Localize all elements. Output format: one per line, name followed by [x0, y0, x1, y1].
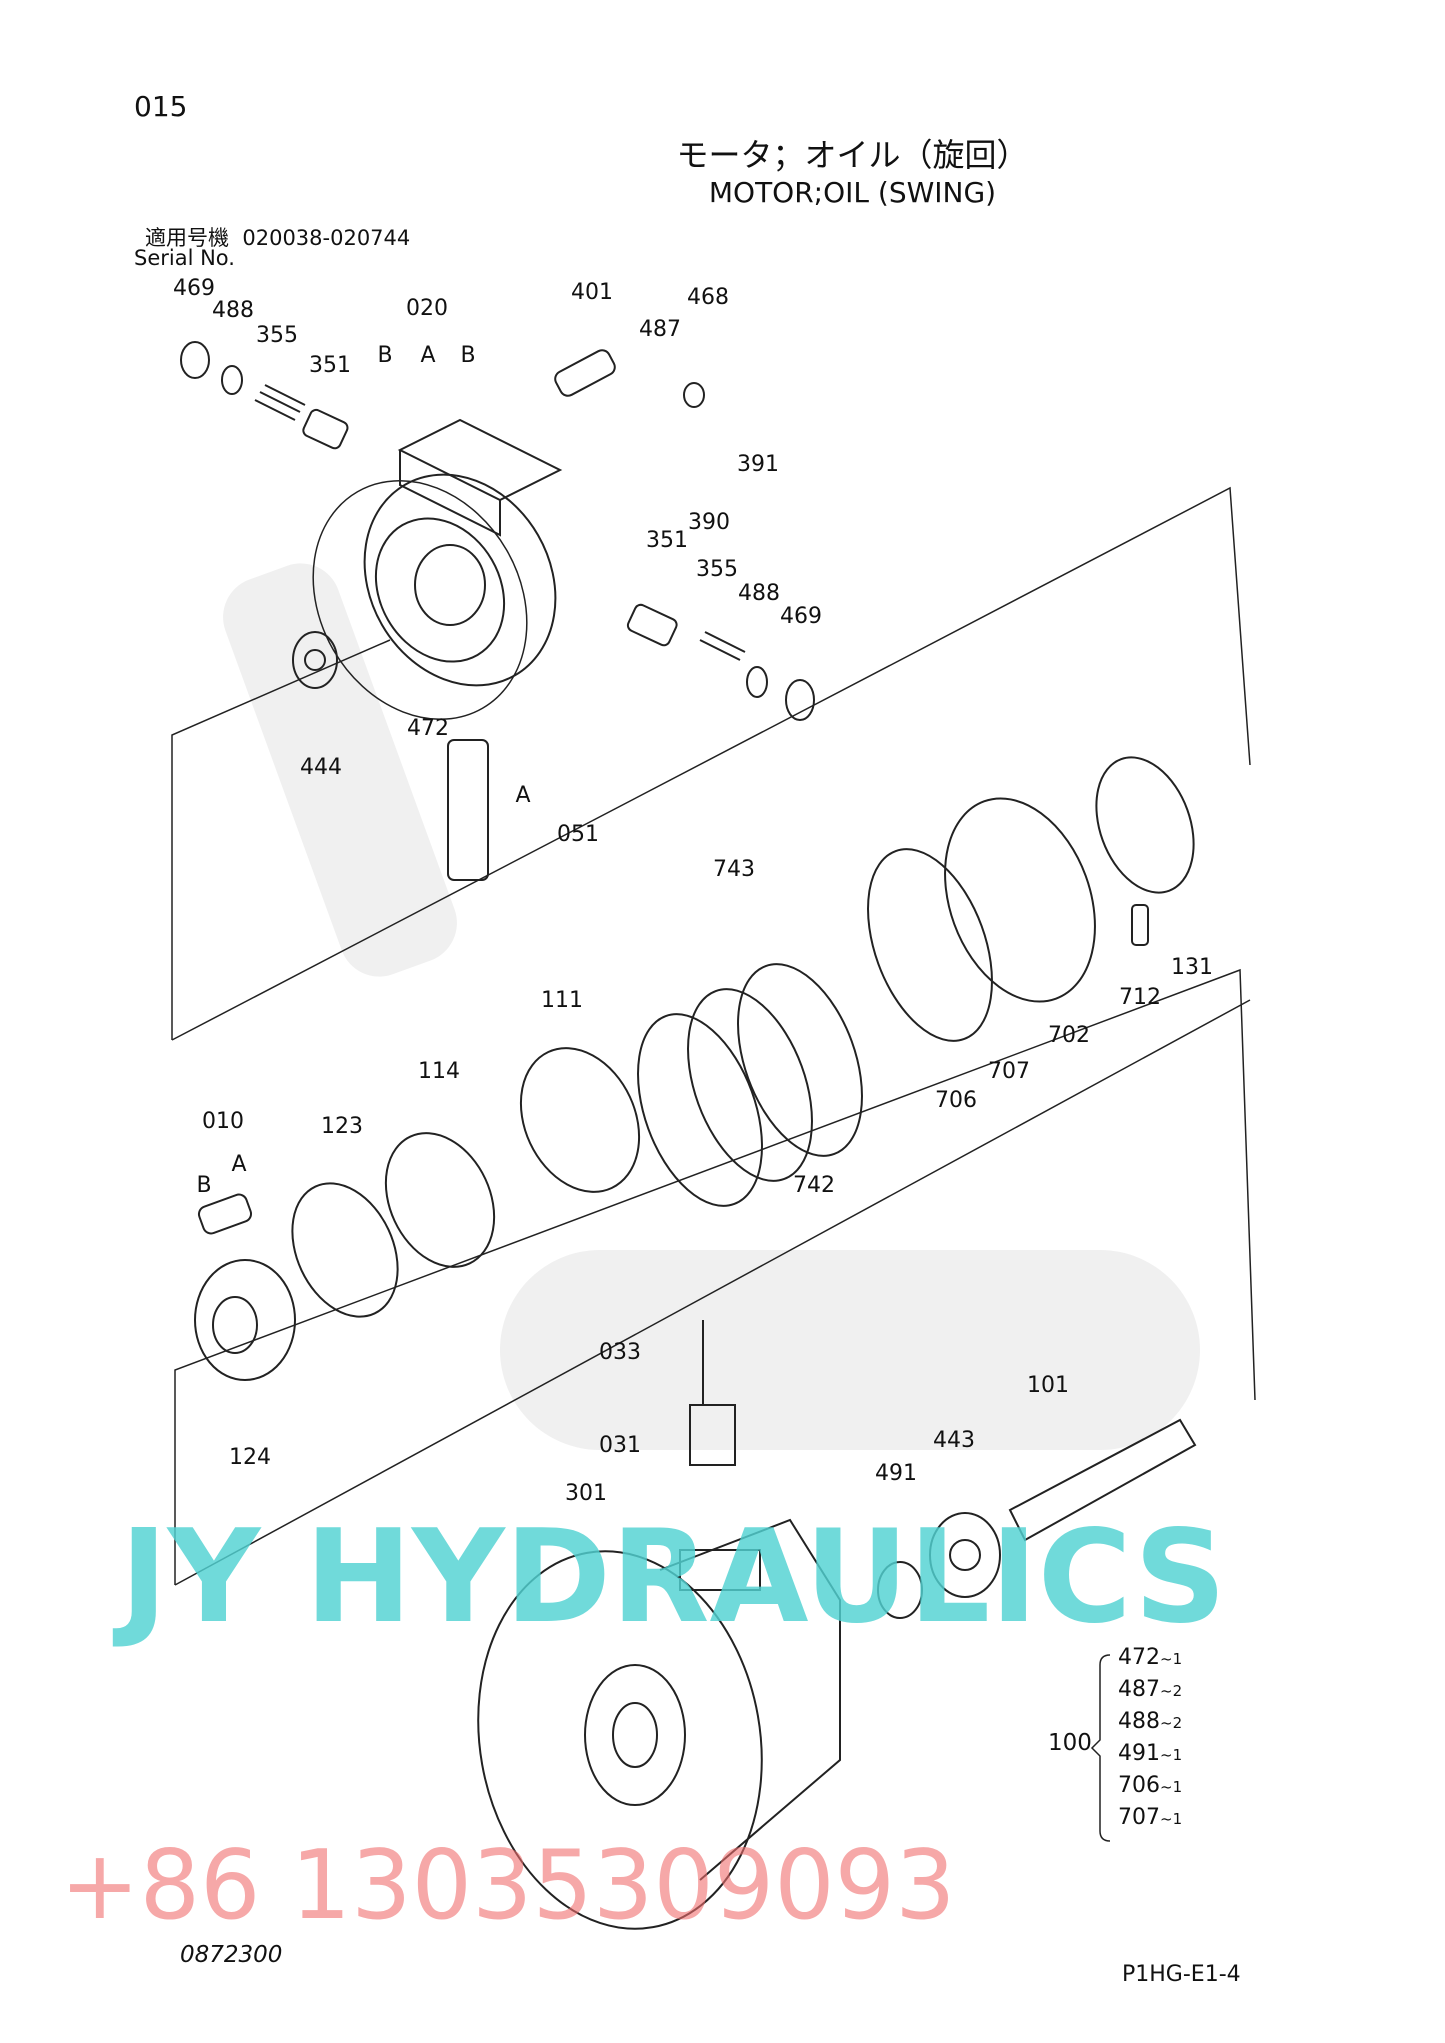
part-callout: 743: [713, 857, 755, 882]
part-callout: 487: [639, 317, 681, 342]
kit-code: 100: [1048, 1730, 1092, 1756]
serial-label-en: Serial No.: [134, 246, 235, 270]
page-number: 015: [134, 90, 188, 123]
doc-code: 0872300: [180, 1942, 283, 1968]
kit-item-part: 487: [1118, 1677, 1160, 1702]
kit-item-qty: ~1: [1160, 1778, 1183, 1796]
part-callout: 401: [571, 280, 613, 305]
kit-item-qty: ~2: [1160, 1682, 1183, 1700]
kit-item-part: 488: [1118, 1709, 1160, 1734]
kit-item: 707~1: [1118, 1805, 1182, 1832]
part-callout: 468: [687, 285, 729, 310]
part-callout: 390: [688, 510, 730, 535]
kit-item: 491~1: [1118, 1741, 1182, 1768]
kit-item: 472~1: [1118, 1645, 1182, 1672]
part-callout: 355: [696, 557, 738, 582]
brake-plates: [637, 756, 1195, 1207]
shaft-bearings: [877, 1418, 1197, 1619]
part-callout: B: [460, 343, 476, 368]
part-callout: 020: [406, 296, 448, 321]
part-callout: 101: [1027, 1373, 1069, 1398]
part-callout: A: [231, 1152, 247, 1177]
rotary-group: [194, 1047, 641, 1381]
kit-item-part: 707: [1118, 1805, 1160, 1830]
title-english: MOTOR;OIL (SWING): [708, 176, 997, 209]
brand-watermark: JY HYDRAULICS: [120, 1503, 1227, 1652]
kit-item-qty: ~1: [1160, 1650, 1183, 1668]
part-callout: 123: [321, 1114, 363, 1139]
kit-item-qty: ~1: [1160, 1746, 1183, 1764]
serial-label-jp: 適用号機: [145, 226, 229, 250]
assembly-guide-lines: [171, 486, 1256, 1586]
kit-item: 487~2: [1118, 1677, 1182, 1704]
part-callout: 444: [300, 755, 342, 780]
part-callout: 469: [780, 604, 822, 629]
title-japanese: モータ；オイル（旋回）: [676, 136, 1029, 174]
part-callout: 033: [599, 1340, 641, 1365]
part-callout: 355: [256, 323, 298, 348]
kit-item-part: 472: [1118, 1645, 1160, 1670]
part-callout: 351: [309, 353, 351, 378]
part-callout: 706: [935, 1088, 977, 1113]
casing-301: [477, 1320, 841, 1930]
serial-range: 020038-020744: [242, 226, 411, 250]
background-logo: [223, 563, 1200, 1450]
part-callout: 031: [599, 1433, 641, 1458]
part-callout: B: [377, 343, 393, 368]
kit-item-qty: ~1: [1160, 1810, 1183, 1828]
page-code: P1HG-E1-4: [1122, 1962, 1241, 1987]
part-callout: 488: [212, 298, 254, 323]
kit-brace: [1090, 1654, 1111, 1842]
serial-line: 適用号機 020038-020744: [145, 222, 410, 252]
part-callout: 702: [1048, 1023, 1090, 1048]
part-callout: 124: [229, 1445, 271, 1470]
kit-item-qty: ~2: [1160, 1714, 1183, 1732]
phone-watermark: +86 13035309093: [60, 1831, 956, 1941]
part-callout: 114: [418, 1059, 460, 1084]
part-callout: 488: [738, 581, 780, 606]
part-callout: 742: [793, 1173, 835, 1198]
valve-block-020: [312, 418, 563, 720]
part-callout: 301: [565, 1481, 607, 1506]
kit-item: 488~2: [1118, 1709, 1182, 1736]
part-callout: 712: [1119, 985, 1161, 1010]
part-callout: 491: [875, 1461, 917, 1486]
kit-item: 706~1: [1118, 1773, 1182, 1800]
part-callout: 351: [646, 528, 688, 553]
part-callout: 010: [202, 1109, 244, 1134]
part-callout: 131: [1171, 955, 1213, 980]
plugs-springs: [180, 341, 815, 881]
part-callout: 469: [173, 276, 215, 301]
part-callout: 443: [933, 1428, 975, 1453]
kit-item-part: 491: [1118, 1741, 1160, 1766]
part-callout: B: [196, 1173, 212, 1198]
kit-item-part: 706: [1118, 1773, 1160, 1798]
part-callout: A: [515, 783, 531, 808]
part-callout: 111: [541, 988, 583, 1013]
part-callout: 707: [988, 1059, 1030, 1084]
part-callout: 472: [407, 716, 449, 741]
part-callout: 391: [737, 452, 779, 477]
part-callout: A: [420, 343, 436, 368]
part-callout: 051: [557, 822, 599, 847]
